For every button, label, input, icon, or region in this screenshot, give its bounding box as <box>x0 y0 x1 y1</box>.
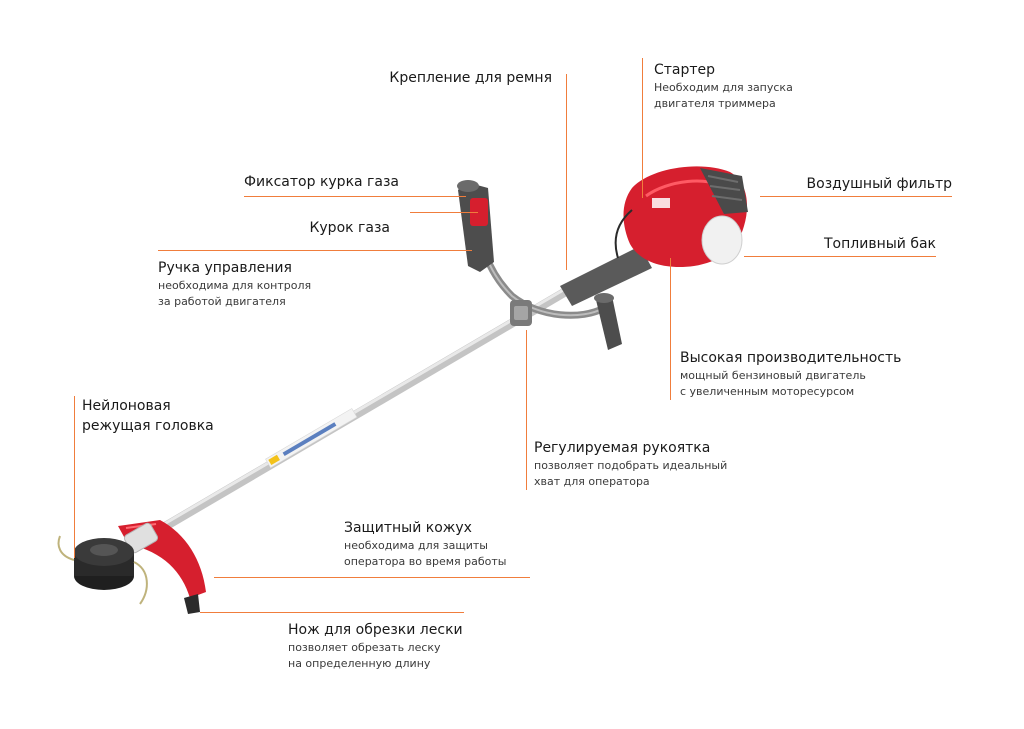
label-starter: Стартер Необходим для запуска двигателя … <box>654 60 793 112</box>
starter-desc: Необходим для запуска двигателя триммера <box>654 81 793 110</box>
leader-belt-mount <box>566 74 567 270</box>
label-performance: Высокая производительность мощный бензин… <box>680 348 901 400</box>
air-filter-cover <box>700 168 748 214</box>
leader-nylon-head <box>74 396 75 558</box>
guard-desc: необходима для защиты оператора во время… <box>344 539 507 568</box>
label-adjustable-handle: Регулируемая рукоятка позволяет подобрат… <box>534 438 727 490</box>
performance-desc: мощный бензиновый двигатель с увеличенны… <box>680 369 866 398</box>
leader-fuel-tank <box>744 256 936 257</box>
leader-performance <box>670 258 671 400</box>
control-handle-title: Ручка управления <box>158 260 292 276</box>
nylon-head-shape <box>57 535 148 605</box>
performance-title: Высокая производительность <box>680 350 902 366</box>
leader-control-handle <box>158 250 472 251</box>
line-cutter-shape <box>184 594 200 614</box>
leader-throttle-lock <box>244 196 466 197</box>
shaft-sticker <box>265 408 358 469</box>
adjustable-handle-title: Регулируемая рукоятка <box>534 440 711 456</box>
leader-air-filter <box>760 196 952 197</box>
right-grip <box>596 296 622 350</box>
label-throttle: Курок газа <box>309 220 390 236</box>
adjustable-handle-desc: позволяет подобрать идеальный хват для о… <box>534 459 728 488</box>
label-control-handle: Ручка управления необходима для контроля… <box>158 258 311 310</box>
label-guard: Защитный кожух необходима для защиты опе… <box>344 518 506 570</box>
line-cutter-desc: позволяет обрезать леску на определенную… <box>288 641 441 670</box>
starter-title: Стартер <box>654 62 716 78</box>
label-line-cutter: Нож для обрезки лески позволяет обрезать… <box>288 620 463 672</box>
label-throttle-lock: Фиксатор курка газа <box>244 174 400 190</box>
label-nylon-head: Нейлоновая режущая головка <box>82 398 214 434</box>
leader-starter <box>642 58 643 198</box>
label-air-filter: Воздушный фильтр <box>806 176 952 192</box>
label-fuel-tank: Топливный бак <box>824 236 936 252</box>
engine-neck <box>560 246 652 306</box>
leader-line-cutter <box>200 612 464 613</box>
label-belt-mount: Крепление для ремня <box>389 70 552 86</box>
line-cutter-title: Нож для обрезки лески <box>288 622 463 638</box>
guard-title: Защитный кожух <box>344 520 472 536</box>
leader-adjustable-handle <box>526 330 527 490</box>
leader-throttle <box>410 212 478 213</box>
leader-guard <box>214 577 530 578</box>
fuel-tank-shape <box>701 215 743 265</box>
control-handle-desc: необходима для контроля за работой двига… <box>158 279 312 308</box>
